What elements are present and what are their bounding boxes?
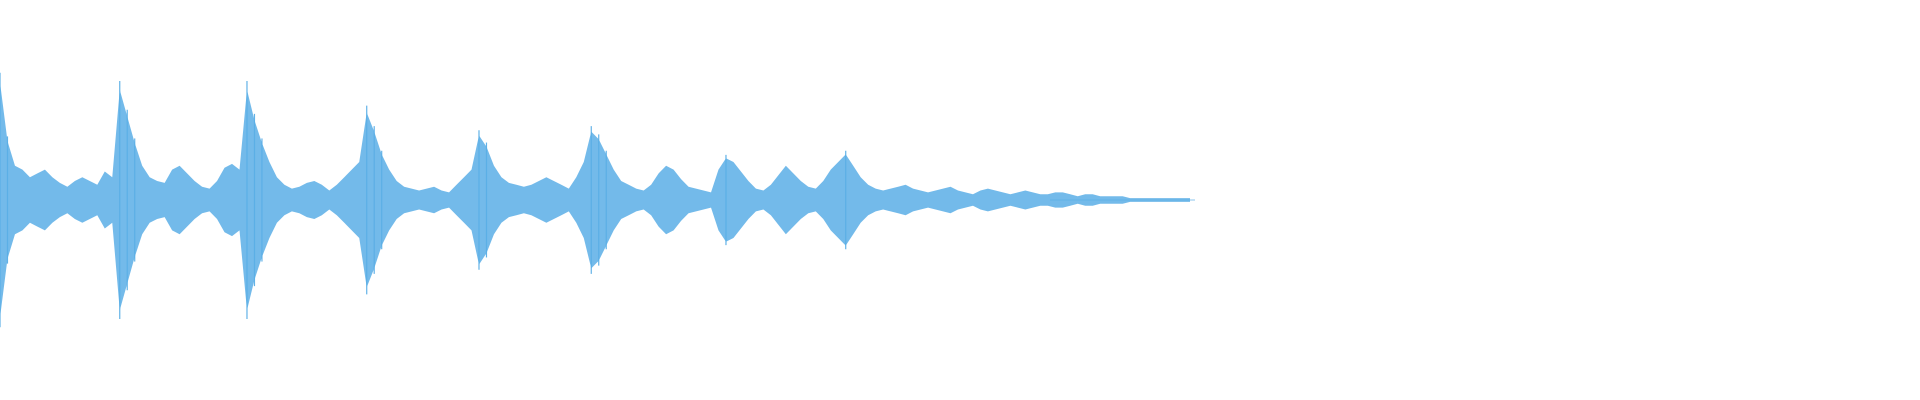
waveform-envelope [0, 82, 1190, 318]
